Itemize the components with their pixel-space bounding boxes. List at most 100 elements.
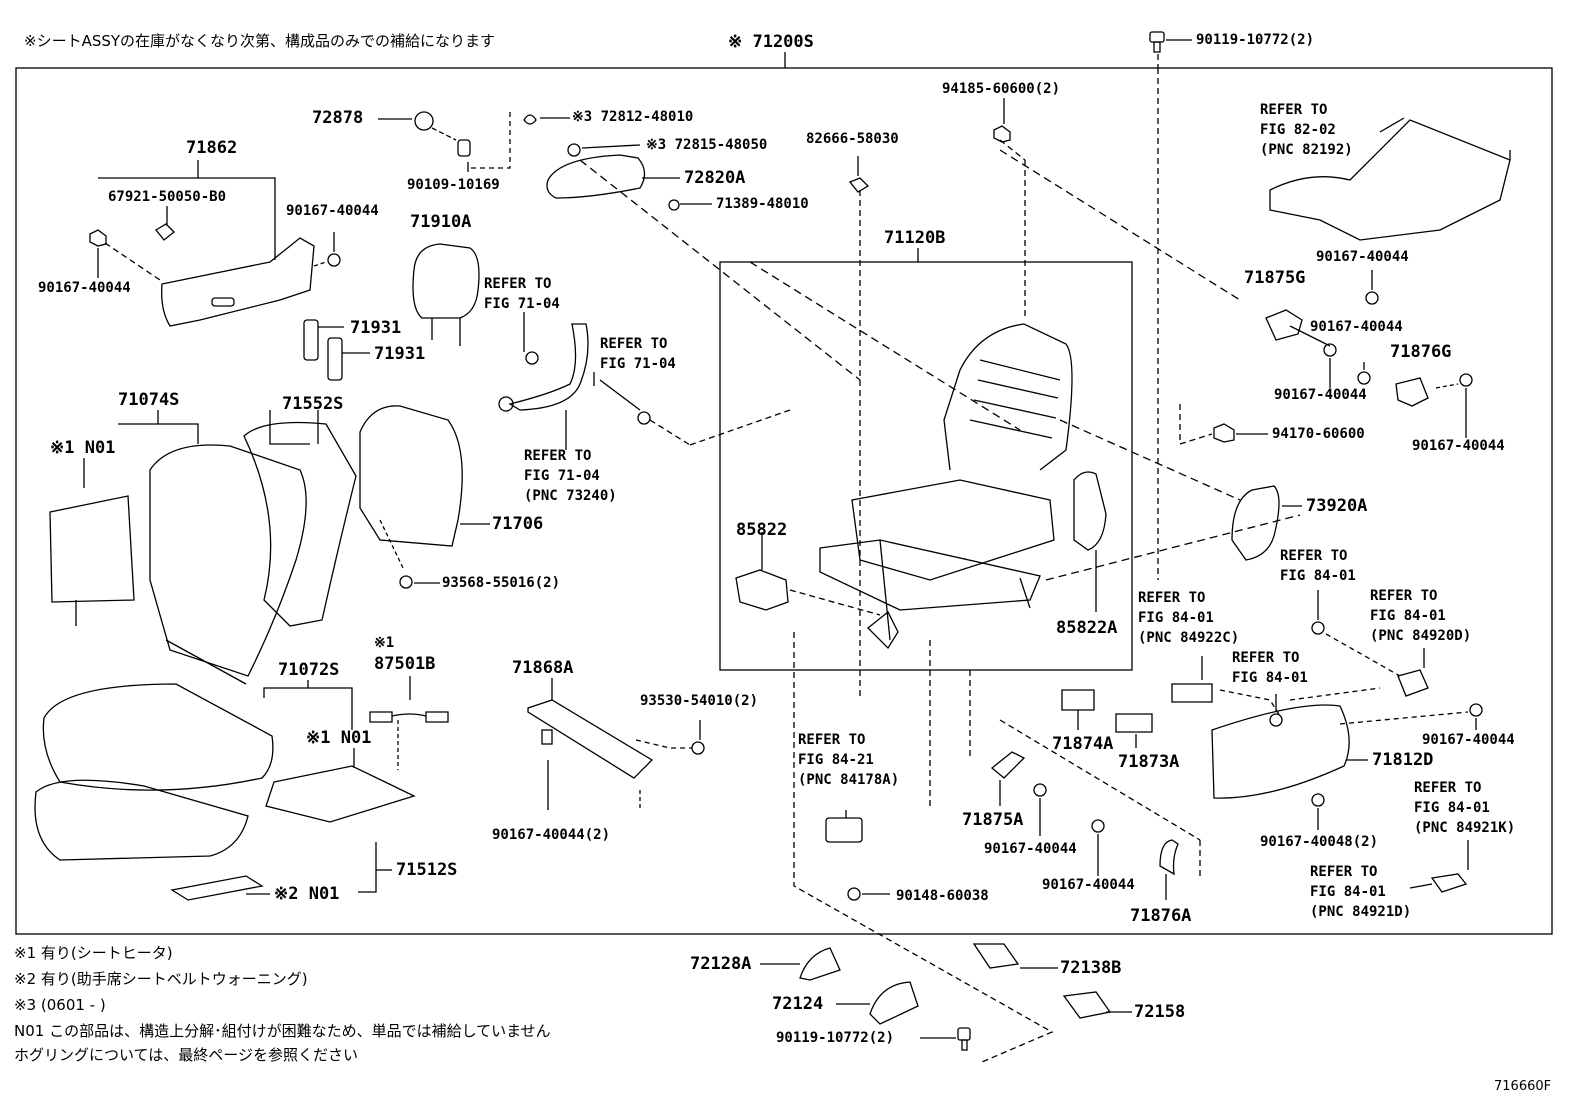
part-71875g[interactable]: 71875G: [1244, 268, 1306, 288]
part-73920a[interactable]: 73920A: [1306, 496, 1368, 516]
part-71873a[interactable]: 71873A: [1118, 752, 1180, 772]
part-90167-40044-g[interactable]: 90167-40044(2): [492, 827, 611, 843]
part-90167-40044-j[interactable]: 90167-40044: [984, 841, 1077, 857]
part-71874a[interactable]: 71874A: [1052, 734, 1114, 754]
frame-71120b-box: [719, 261, 1133, 671]
refer-fig-84-01-pnc-84921k[interactable]: REFER TO FIG 84-01 (PNC 84921K): [1414, 780, 1516, 836]
heater-n01-back-icon: [49, 495, 135, 603]
part-71120b[interactable]: 71120B: [884, 228, 946, 248]
part-71552s[interactable]: 71552S: [282, 394, 344, 414]
seat-frame-71120b-icon: [819, 323, 1073, 650]
part-90167-40044-f[interactable]: 90167-40044: [1412, 438, 1505, 454]
part-71074s[interactable]: 71074S: [118, 390, 180, 410]
part-71706[interactable]: 71706: [492, 514, 544, 534]
part-82666-58030[interactable]: 82666-58030: [806, 131, 899, 147]
part-67921-50050-b0[interactable]: 67921-50050-B0: [108, 189, 227, 205]
part-71072s[interactable]: 71072S: [278, 660, 340, 680]
footnote-n01: N01 この部品は、構造上分解･組付けが困難なため、単品では補給していません: [14, 1022, 551, 1040]
part-71931-a[interactable]: 71931: [350, 318, 402, 338]
part-71389-48010[interactable]: 71389-48010: [716, 196, 809, 212]
refer-fig-84-01-pnc-84922c[interactable]: REFER TO FIG 84-01 (PNC 84922C): [1138, 590, 1240, 646]
part-94170-60600[interactable]: 94170-60600: [1272, 426, 1365, 442]
part-n01-heater-back[interactable]: ※1 N01: [50, 438, 116, 458]
knob-72820a-icon: [546, 154, 646, 199]
part-72815-48050[interactable]: ※3 72815-48050: [646, 137, 768, 153]
refer-fig-82-02[interactable]: REFER TO FIG 82-02 (PNC 82192): [1260, 102, 1353, 158]
assembly-number[interactable]: ※ 71200S: [728, 32, 814, 52]
refer-fig-84-01-b[interactable]: REFER TO FIG 84-01: [1232, 650, 1308, 686]
assembly-frame: [15, 67, 1553, 935]
bolt-90119-bottom-icon: [957, 1027, 971, 1051]
refer-fig-84-21-pnc-84178a[interactable]: REFER TO FIG 84-21 (PNC 84178A): [798, 732, 900, 788]
part-71512s[interactable]: 71512S: [396, 860, 458, 880]
part-87501b[interactable]: 87501B: [374, 654, 436, 674]
footnote-hog-ring: ホグリングについては、最終ページを参照ください: [14, 1046, 358, 1064]
part-72158-icon: [1062, 991, 1112, 1019]
part-90167-40044-b[interactable]: 90167-40044: [38, 280, 131, 296]
refer-fig-71-04-b[interactable]: REFER TO FIG 71-04: [600, 336, 676, 372]
part-n01-heater-cushion[interactable]: ※1 N01: [306, 728, 372, 748]
refer-fig-84-01-pnc-84921d[interactable]: REFER TO FIG 84-01 (PNC 84921D): [1310, 864, 1412, 920]
part-71931-b[interactable]: 71931: [374, 344, 426, 364]
part-72820a[interactable]: 72820A: [684, 168, 746, 188]
cushion-pad-71512s-icon: [34, 779, 249, 861]
cover-71812d-icon: [1211, 704, 1350, 799]
part-90167-40044-h[interactable]: 90167-40044: [1422, 732, 1515, 748]
part-n01-belt-sensor[interactable]: ※2 N01: [274, 884, 340, 904]
board-71706-icon: [359, 405, 463, 547]
part-93530-54010[interactable]: 93530-54010(2): [640, 693, 759, 709]
part-90167-40044-e[interactable]: 90167-40044: [1274, 387, 1367, 403]
trim-71868a-icon: [527, 699, 654, 779]
footnote-2: ※2 有り(助手席シートベルトウォーニング): [14, 970, 308, 988]
part-72812-48010[interactable]: ※3 72812-48010: [572, 109, 694, 125]
part-94185-60600[interactable]: 94185-60600(2): [942, 81, 1061, 97]
clip-72878-icon: [414, 111, 434, 131]
part-71875a[interactable]: 71875A: [962, 810, 1024, 830]
part-90167-40044-d[interactable]: 90167-40044: [1310, 319, 1403, 335]
part-72138b[interactable]: 72138B: [1060, 958, 1122, 978]
part-71876a[interactable]: 71876A: [1130, 906, 1192, 926]
part-71812d[interactable]: 71812D: [1372, 750, 1434, 770]
part-71876g[interactable]: 71876G: [1390, 342, 1452, 362]
footnote-1: ※1 有り(シートヒータ): [14, 944, 173, 962]
part-71910a[interactable]: 71910A: [410, 212, 472, 232]
part-72124-icon: [869, 981, 919, 1025]
switch-84178a-icon: [825, 817, 863, 843]
supply-note: ※シートASSYの在庫がなくなり次第、構成品のみでの補給になります: [24, 32, 496, 50]
part-72128a[interactable]: 72128A: [690, 954, 752, 974]
part-72878[interactable]: 72878: [312, 108, 364, 128]
motor-85822a-icon: [1073, 471, 1107, 551]
part-71862[interactable]: 71862: [186, 138, 238, 158]
part-90167-40044-a[interactable]: 90167-40044: [286, 203, 379, 219]
harness-82192-icon: [1269, 119, 1511, 241]
part-90167-40048[interactable]: 90167-40048(2): [1260, 834, 1379, 850]
part-90167-40044-k[interactable]: 90167-40044: [1042, 877, 1135, 893]
part-72128a-icon: [799, 947, 841, 981]
part-71868a[interactable]: 71868A: [512, 658, 574, 678]
refer-fig-84-01-pnc-84920d[interactable]: REFER TO FIG 84-01 (PNC 84920D): [1370, 588, 1472, 644]
motor-85822-icon: [735, 569, 789, 611]
part-72124[interactable]: 72124: [772, 994, 824, 1014]
part-85822a[interactable]: 85822A: [1056, 618, 1118, 638]
heater-n01-cushion-icon: [265, 765, 416, 823]
part-87501b-note-mark: ※1: [374, 635, 395, 651]
refer-fig-71-04-a[interactable]: REFER TO FIG 71-04: [484, 276, 560, 312]
figure-id: 716660F: [1494, 1079, 1552, 1094]
part-85822[interactable]: 85822: [736, 520, 788, 540]
cover-71862-icon: [161, 237, 315, 327]
part-93568-55016[interactable]: 93568-55016(2): [442, 575, 561, 591]
part-72158[interactable]: 72158: [1134, 1002, 1186, 1022]
footnote-3: ※3 (0601 - ): [14, 996, 106, 1014]
refer-fig-71-04-pnc-73240[interactable]: REFER TO FIG 71-04 (PNC 73240): [524, 448, 617, 504]
module-73920a-icon: [1231, 485, 1280, 561]
top-bolt-icon: [1149, 31, 1165, 53]
part-90167-40044-c[interactable]: 90167-40044: [1316, 249, 1409, 265]
seatback-pad-71552s-icon: [243, 421, 357, 627]
part-90119-10772-top[interactable]: 90119-10772(2): [1196, 32, 1315, 48]
part-90148-60038[interactable]: 90148-60038: [896, 888, 989, 904]
cushion-cover-71072s-icon: [42, 683, 274, 791]
part-90109-10169[interactable]: 90109-10169: [407, 177, 500, 193]
part-90119-10772-bottom[interactable]: 90119-10772(2): [776, 1030, 895, 1046]
refer-fig-84-01-a[interactable]: REFER TO FIG 84-01: [1280, 548, 1356, 584]
